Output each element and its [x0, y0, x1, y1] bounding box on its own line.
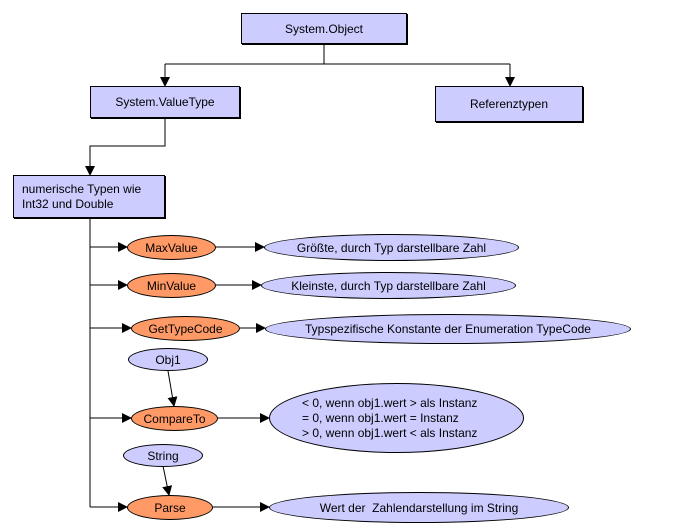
node-system-object-label: System.Object [284, 21, 364, 36]
method-compareto-label: CompareTo [143, 411, 206, 426]
desc-maxvalue: Größte, durch Typ darstellbare Zahl [264, 234, 519, 261]
desc-parse-label: Wert der Zahlendarstellung im String [319, 500, 519, 515]
desc-gettypecode-label: Typspezifische Konstante der Enumeration… [305, 322, 591, 336]
method-maxvalue: MaxValue [127, 235, 216, 260]
method-gettypecode: GetTypeCode [131, 316, 240, 341]
method-parse: Parse [127, 495, 213, 520]
node-numeric-types-line2: Int32 und Double [22, 196, 114, 211]
desc-compareto-line3: > 0, wenn obj1.wert < als Instanz [302, 425, 478, 440]
edge-valuetype-to-numeric [85, 118, 166, 176]
desc-maxvalue-label: Größte, durch Typ darstellbare Zahl [296, 240, 487, 255]
desc-gettypecode: Typspezifische Konstante der Enumeration… [265, 314, 631, 344]
node-referenztypen-label: Referenztypen [469, 97, 549, 111]
method-parse-label: Parse [154, 500, 186, 515]
input-string: String [123, 444, 203, 467]
desc-minvalue-label: Kleinste, durch Typ darstellbare Zahl [291, 278, 486, 293]
method-minvalue-label: MinValue [146, 278, 197, 293]
node-system-object: System.Object [241, 13, 407, 44]
node-numeric-types: numerische Typen wie Int32 und Double [13, 175, 165, 218]
node-numeric-types-line1: numerische Typen wie [22, 181, 142, 196]
node-referenztypen: Referenztypen [435, 86, 583, 122]
method-gettypecode-label: GetTypeCode [148, 321, 223, 336]
input-string-label: String [147, 448, 179, 463]
node-system-valuetype-label: System.ValueType [115, 95, 215, 109]
method-minvalue: MinValue [127, 273, 216, 298]
method-maxvalue-label: MaxValue [145, 240, 198, 255]
edge-string-to-parse [162, 465, 173, 496]
desc-compareto-line1: < 0, wenn obj1.wert > als Instanz [302, 395, 478, 410]
input-obj1-label: Obj1 [155, 352, 181, 367]
node-system-valuetype: System.ValueType [90, 86, 240, 118]
edge-obj1-to-compareto [167, 370, 178, 407]
desc-compareto: < 0, wenn obj1.wert > als Instanz = 0, w… [269, 383, 524, 453]
input-obj1: Obj1 [128, 348, 208, 371]
desc-parse: Wert der Zahlendarstellung im String [269, 492, 569, 523]
method-compareto: CompareTo [131, 406, 218, 431]
desc-minvalue: Kleinste, durch Typ darstellbare Zahl [261, 272, 516, 299]
desc-compareto-line2: = 0, wenn obj1.wert = Instanz [302, 410, 459, 425]
